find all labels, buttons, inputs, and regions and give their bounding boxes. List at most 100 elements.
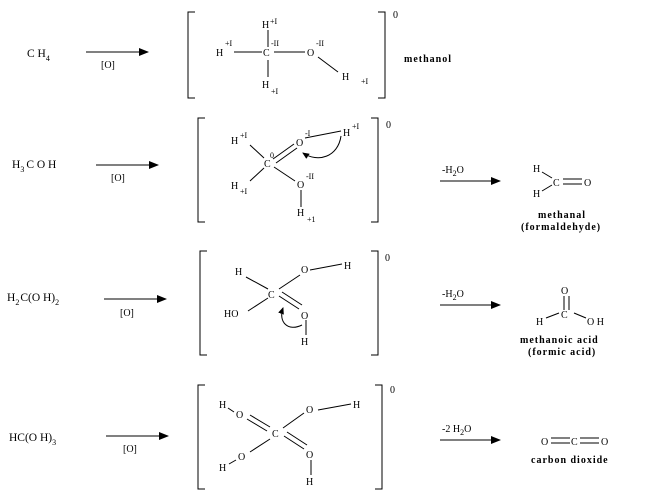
bracket-left <box>187 11 195 99</box>
name-methanal: methanal <box>538 210 586 221</box>
atom-h: H <box>219 400 226 411</box>
atom-c: C <box>268 290 275 301</box>
ox-state: +I <box>240 131 248 140</box>
atom-o: O <box>238 452 245 463</box>
ox-state: +I <box>270 17 278 26</box>
ox-state: -II <box>306 172 314 181</box>
bond <box>317 403 352 411</box>
electron-arrow <box>278 307 303 328</box>
reagent-label: [O] <box>120 308 134 319</box>
bond <box>278 295 300 310</box>
ox-state: +I <box>240 187 248 196</box>
atom-o: O <box>306 450 313 461</box>
bond <box>317 56 339 73</box>
atom-h: H <box>342 72 349 83</box>
ox-state: +I <box>361 77 369 86</box>
atom-c: C <box>264 159 271 170</box>
bond <box>247 297 269 312</box>
atom-h: H <box>306 477 313 488</box>
atom-o: O <box>301 311 308 322</box>
ox-state: +I <box>271 87 279 96</box>
atom-c: C <box>263 48 270 59</box>
atom-h: H <box>533 189 540 200</box>
atom-h: H <box>262 80 269 91</box>
name-formaldehyde: (formaldehyde) <box>521 222 601 233</box>
atom-c: C <box>553 178 560 189</box>
bond <box>573 312 587 319</box>
reactant-hcoh3: HC(O H)3 <box>9 432 56 447</box>
atom-o: O <box>307 48 314 59</box>
atom-h: H <box>301 337 308 348</box>
water-loss-label: -H2O <box>442 289 464 302</box>
atom-h: H <box>343 128 350 139</box>
bond <box>309 263 343 271</box>
bond <box>283 435 305 450</box>
atom-h: H <box>344 261 351 272</box>
atom-h: H <box>262 20 269 31</box>
bond <box>286 431 308 446</box>
name-carbon-dioxide: carbon dioxide <box>531 455 609 466</box>
bond <box>246 418 268 432</box>
atom-o: O <box>601 437 608 448</box>
name-methanol: methanol <box>404 54 452 65</box>
charge-label: 0 <box>385 253 390 264</box>
atom-h: H <box>536 317 543 328</box>
electron-arrow <box>302 135 342 159</box>
ox-state: +I <box>225 39 233 48</box>
bond <box>304 130 342 139</box>
atom-h: H <box>533 164 540 175</box>
bond <box>541 184 553 192</box>
charge-label: 0 <box>393 10 398 21</box>
atom-o: O <box>561 286 568 297</box>
bracket-left <box>197 117 205 223</box>
bond <box>272 143 295 160</box>
atom-o: O <box>584 178 591 189</box>
ox-state: +I <box>352 122 360 131</box>
bracket-right <box>371 117 379 223</box>
row-methanetriol: HC(O H)3 [O] 0 H O O H C O H O H -2 H2O … <box>9 384 609 490</box>
bracket-right <box>378 11 386 99</box>
water-loss-label: -2 H2O <box>442 424 471 437</box>
atom-h: H <box>297 208 304 219</box>
ox-state: -II <box>316 39 324 48</box>
bond <box>545 312 560 319</box>
bond <box>275 147 298 164</box>
ox-state: +1 <box>307 215 316 224</box>
atom-o: O <box>306 405 313 416</box>
atom-o: O <box>297 180 304 191</box>
atom-h: H <box>219 463 226 474</box>
reagent-label: [O] <box>123 444 137 455</box>
row-methanediol: H2C(O H)2 [O] 0 H O H C HO O H -H2O O C … <box>7 250 604 358</box>
bracket-left <box>199 250 207 356</box>
bond <box>273 166 296 182</box>
bond <box>281 291 303 306</box>
ox-state: -I <box>305 129 311 138</box>
reagent-label: [O] <box>111 173 125 184</box>
charge-label: 0 <box>390 385 395 396</box>
bond <box>278 274 301 290</box>
ox-state: -II <box>271 39 279 48</box>
atom-h: H <box>216 48 223 59</box>
name-formic-acid: (formic acid) <box>528 347 596 358</box>
bracket-right <box>375 384 383 490</box>
water-loss-label: -H2O <box>442 165 464 178</box>
atom-oh: O H <box>587 317 604 328</box>
bond <box>249 414 271 428</box>
ox-state: 0 <box>270 151 274 160</box>
atom-h: H <box>235 267 242 278</box>
atom-o: O <box>541 437 548 448</box>
name-methanoic-acid: methanoic acid <box>520 335 599 346</box>
atom-o: O <box>236 410 243 421</box>
atom-c: C <box>272 429 279 440</box>
atom-ho: HO <box>224 309 238 320</box>
bracket-left <box>197 384 205 490</box>
bond <box>282 412 305 429</box>
atom-c: C <box>571 437 578 448</box>
bond <box>249 167 265 182</box>
atom-h: H <box>231 181 238 192</box>
bracket-right <box>371 250 379 356</box>
atom-c: C <box>561 310 568 321</box>
